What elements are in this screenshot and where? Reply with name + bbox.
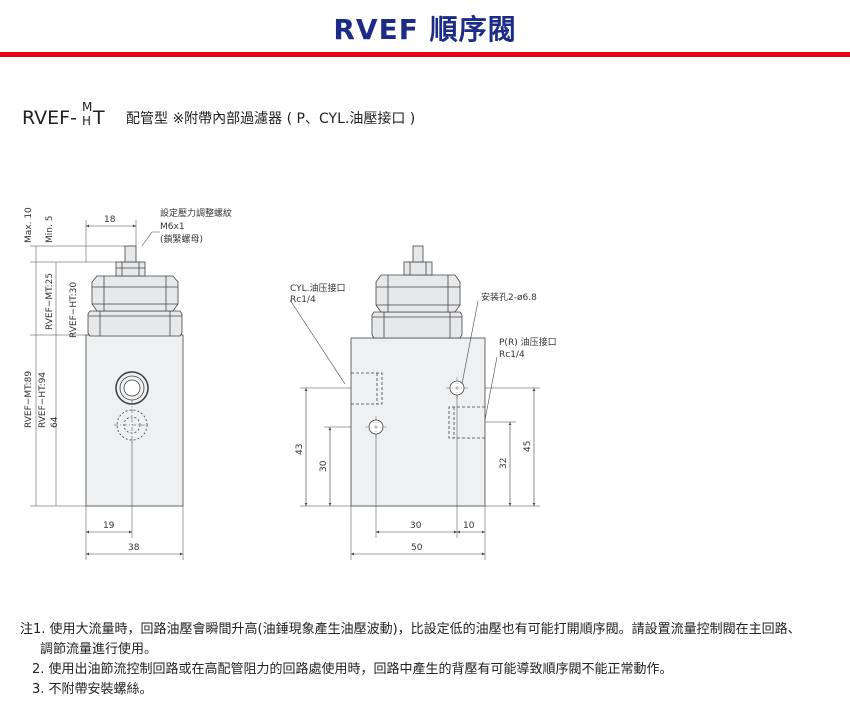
right-lock-nut	[403, 261, 433, 276]
label-10: 10	[463, 521, 475, 531]
left-view	[30, 220, 184, 560]
right-upper-nut	[375, 274, 461, 313]
model-prefix: RVEF-	[22, 107, 77, 129]
note-3: 3. 不附帶安裝螺絲。	[32, 682, 153, 697]
callout-line-3: (鎖緊螺母)	[160, 233, 203, 245]
p-port-label-2: Rc1/4	[499, 350, 525, 360]
model-suffix: T	[93, 107, 105, 129]
model-variant-m: M	[82, 100, 93, 114]
label-50: 50	[411, 543, 423, 553]
label-32: 32	[499, 458, 509, 469]
cyl-port-hidden	[351, 372, 383, 405]
left-lock-nut	[115, 261, 146, 277]
mount-hole-label: 安装孔2-ø6.8	[481, 291, 537, 303]
label-45: 45	[523, 441, 533, 452]
page-title: RVEF 順序閥	[333, 13, 517, 46]
label-64: 64	[50, 416, 60, 428]
label-19: 19	[103, 521, 115, 531]
label-max10: Max. 10	[24, 207, 34, 243]
right-lower-nut	[371, 311, 463, 339]
label-ht30: RVEF−HT:30	[69, 282, 79, 338]
label-ht94: RVEF−HT:94	[38, 372, 48, 428]
left-lower-nut	[87, 310, 183, 337]
left-adjust-screw	[124, 245, 137, 263]
p-port-hidden	[448, 406, 485, 439]
label-mt25: RVEF−MT:25	[45, 273, 55, 330]
label-38: 38	[128, 543, 140, 553]
label-18: 18	[104, 215, 116, 225]
model-variant-h: H	[82, 114, 92, 128]
title-divider	[0, 52, 850, 57]
notes-section: 注1. 使用大流量時，回路油壓會瞬間升高(油錘現象產生油壓波動)，比設定低的油壓…	[20, 620, 845, 700]
cyl-label-2: Rc1/4	[290, 295, 316, 305]
left-upper-nut	[91, 275, 179, 312]
p-port-label-1: P(R) 油压接口	[499, 336, 557, 348]
label-mt89: RVEF−MT:89	[24, 371, 34, 428]
dimension-drawing: Max. 10 Min. 5 RVEF−MT:25 RVEF−HT:30 RVE…	[24, 207, 557, 560]
callout-line-1: 設定壓力調整螺紋	[160, 207, 232, 219]
label-min5: Min. 5	[45, 216, 55, 243]
right-view	[289, 245, 540, 560]
model-description: 配管型 ※附帶內部過濾器 ( P、CYL.油壓接口 )	[126, 111, 416, 127]
left-valve-body	[85, 334, 184, 507]
label-30-vertical: 30	[319, 460, 329, 472]
callout-line-2: M6x1	[160, 222, 185, 232]
label-43: 43	[295, 444, 305, 455]
cyl-label-1: CYL.油压接口	[290, 282, 346, 294]
label-30-horizontal: 30	[410, 521, 422, 531]
note-2: 2. 使用出油節流控制回路或在高配管阻力的回路處使用時，回路中產生的背壓有可能導…	[32, 662, 673, 677]
note-1-continued: 調節流量進行使用。	[40, 642, 158, 657]
right-adjust-screw	[412, 245, 424, 263]
note-1: 注1. 使用大流量時，回路油壓會瞬間升高(油錘現象產生油壓波動)，比設定低的油壓…	[20, 622, 801, 637]
